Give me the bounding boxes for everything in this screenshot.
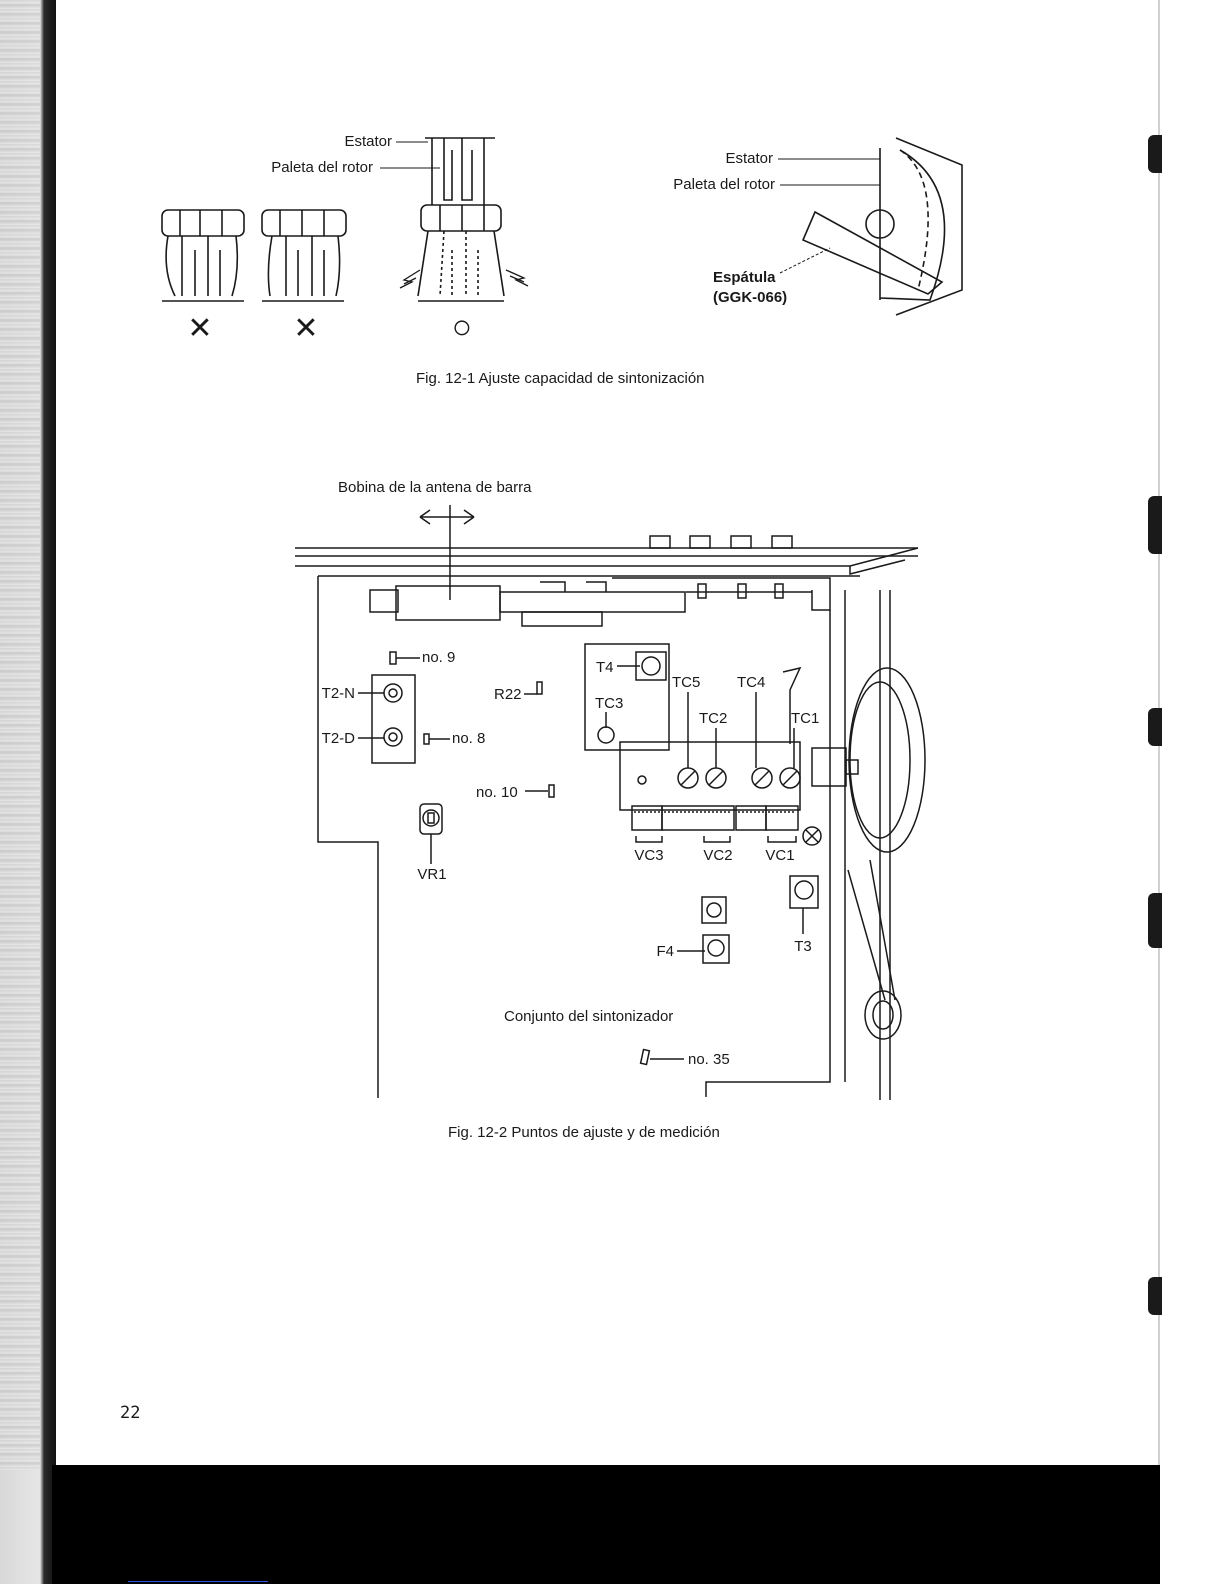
index-tab [1148, 893, 1162, 948]
fig1-caption: Fig. 12-1 Ajuste capacidad de sintonizac… [416, 370, 705, 387]
bar-antenna-coil-label: Bobina de la antena de barra [338, 479, 532, 496]
no35-label: no. 35 [688, 1051, 730, 1068]
tc3-label: TC3 [595, 695, 623, 712]
capacitor-correct [399, 137, 529, 302]
t4-label: T4 [596, 659, 614, 676]
no9-label: no. 9 [422, 649, 455, 666]
spatula-code-label: (GGK-066) [713, 289, 787, 306]
correct-mark: ○ [452, 308, 473, 346]
tuner-assembly-label: Conjunto del sintonizador [504, 1008, 673, 1025]
tc1-label: TC1 [791, 710, 819, 727]
spatula-label: Espátula [713, 269, 776, 286]
fig1-right-rotor-label: Paleta del rotor [673, 176, 775, 193]
fig1-left-stator-label: Estator [344, 133, 392, 150]
fig1-left-rotor-label: Paleta del rotor [271, 159, 373, 176]
capacitor-wrong-1 [161, 209, 245, 302]
vc1-label: VC1 [765, 847, 794, 864]
page-number: 22 [120, 1403, 141, 1423]
fig2-chassis-group: Bobina de la antena de barra [295, 479, 926, 1100]
vr1-label: VR1 [417, 866, 446, 883]
index-tab [1148, 708, 1162, 746]
t3-label: T3 [794, 938, 812, 955]
wrong-mark-2: ✕ [293, 312, 318, 345]
fig2-caption: Fig. 12-2 Puntos de ajuste y de medición [448, 1124, 720, 1141]
t2d-label: T2-D [322, 730, 356, 747]
wrong-mark-1: ✕ [187, 312, 212, 345]
tc4-label: TC4 [737, 674, 765, 691]
f4-label: F4 [656, 943, 674, 960]
tc5-label: TC5 [672, 674, 700, 691]
index-tab [1148, 1277, 1162, 1315]
capacitor-wrong-2 [261, 209, 347, 302]
fig1-spatula-group: Estator Paleta del rotor Espátula (GGK-0… [673, 137, 963, 316]
vc2-label: VC2 [703, 847, 732, 864]
binding-speckle [0, 0, 40, 1470]
footer-link-underline[interactable] [128, 1581, 268, 1582]
r22-label: R22 [494, 686, 522, 703]
no10-label: no. 10 [476, 784, 518, 801]
footer-black-band [52, 1465, 1160, 1584]
tc2-label: TC2 [699, 710, 727, 727]
fig1-right-stator-label: Estator [725, 150, 773, 167]
index-tab [1148, 496, 1162, 554]
index-tab [1148, 135, 1162, 173]
fig1-capacitor-left-group: Estator Paleta del rotor [161, 133, 529, 346]
vc3-label: VC3 [634, 847, 663, 864]
t2n-label: T2-N [322, 685, 355, 702]
no8-label: no. 8 [452, 730, 485, 747]
